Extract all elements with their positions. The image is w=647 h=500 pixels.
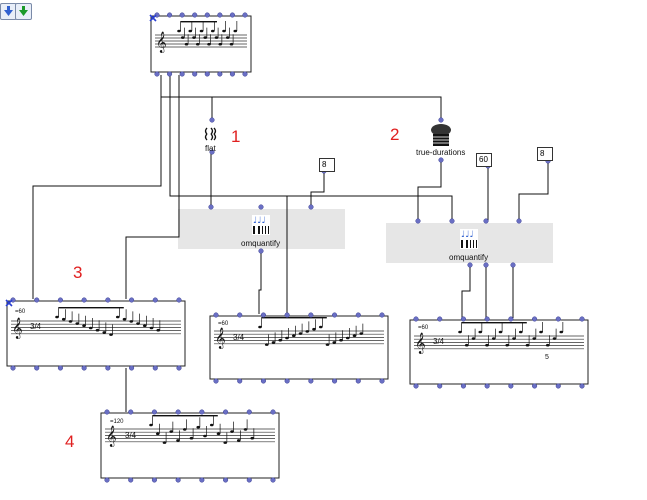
time-signature: 3/4 (30, 322, 42, 331)
score-box-bottom[interactable] (100, 412, 280, 479)
treble-clef-icon: 𝄞 (156, 32, 167, 53)
svg-text:♩♩♩: ♩♩♩ (253, 216, 266, 226)
close-icon[interactable] (149, 14, 157, 22)
treble-clef-icon: 𝄞 (12, 318, 23, 339)
omquantify-icon[interactable]: ♩♩♩ (460, 229, 478, 249)
time-signature: 3/4 (433, 337, 445, 346)
treble-clef-icon: 𝄞 (415, 333, 426, 354)
tempo-mark: =60 (418, 325, 429, 331)
connections (32, 75, 549, 412)
omquantify-right-label: omquantify (449, 253, 489, 262)
omquantify-icon[interactable]: ♩♩♩ (252, 215, 270, 235)
tuplet-number: 5 (545, 354, 549, 361)
time-signature: 3/4 (125, 431, 137, 440)
tempo-input-right[interactable]: 60 (476, 153, 492, 167)
treble-clef-icon: 𝄞 (215, 328, 226, 349)
true-durations-label: true-durations (416, 148, 466, 157)
measure-input-right[interactable]: 8 (537, 147, 553, 161)
time-signature: 3/4 (233, 333, 245, 342)
tempo-mark: =60 (218, 321, 229, 327)
annotation-1: 1 (231, 127, 241, 146)
flat-icon[interactable] (204, 127, 217, 141)
annotation-3: 3 (73, 263, 83, 282)
staves (11, 34, 584, 443)
annotation-4: 4 (65, 432, 75, 451)
svg-text:♩♩♩: ♩♩♩ (461, 230, 474, 240)
omquantify-left-label: omquantify (241, 239, 281, 248)
score-box-mid[interactable] (209, 315, 389, 380)
arrow-down-green-icon[interactable] (15, 3, 32, 20)
notation: 𝄞 𝄞 𝄞 𝄞 𝄞 (12, 21, 564, 447)
tempo-mark: =120 (110, 419, 124, 425)
ports (10, 12, 585, 483)
treble-clef-icon: 𝄞 (106, 426, 117, 447)
true-durations-icon[interactable] (431, 124, 451, 146)
score-box-right[interactable] (409, 319, 589, 385)
measure-input-left[interactable]: 8 (319, 158, 335, 172)
flat-label: flat (205, 144, 216, 153)
tempo-mark: =60 (15, 309, 26, 315)
close-icon[interactable] (5, 299, 13, 307)
annotation-2: 2 (390, 125, 400, 144)
